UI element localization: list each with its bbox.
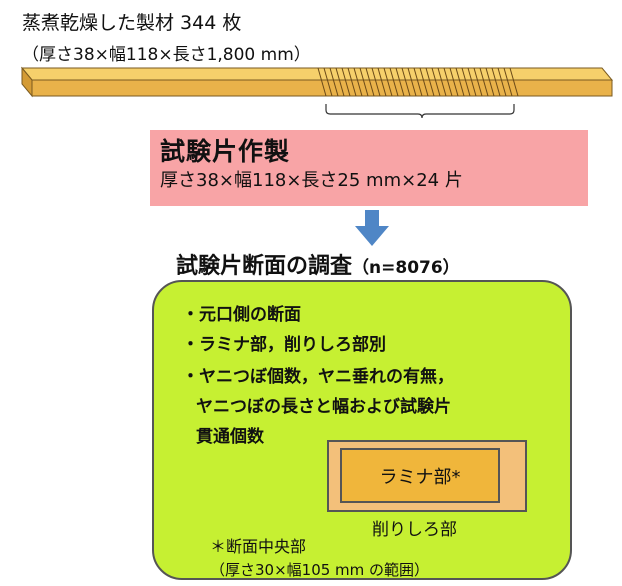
specimen-detail: 厚さ38×幅118×長さ25 mm×24 片 xyxy=(160,170,463,191)
survey-item: ・元口側の断面 xyxy=(182,305,301,325)
survey-sample-count: （n=8076） xyxy=(352,258,460,278)
note-line1: ＊断面中央部 xyxy=(210,537,307,556)
lamina-label: ラミナ部* xyxy=(379,466,461,488)
down-arrow-icon xyxy=(355,210,389,246)
header-line1: 蒸煮乾燥した製材 344 枚 xyxy=(22,12,242,34)
survey-box xyxy=(152,280,572,580)
specimen-box: 試験片作製 厚さ38×幅118×長さ25 mm×24 片 xyxy=(150,130,588,206)
note-line2: （厚さ30×幅105 mm の範囲） xyxy=(210,561,430,579)
lumber-top-face xyxy=(20,67,614,81)
survey-item: ・ラミナ部，削りしろ部別 xyxy=(182,335,386,355)
lumber-board xyxy=(20,66,614,119)
survey-title: 試験片断面の調査（n=8076） xyxy=(176,248,460,280)
lumber-left-face xyxy=(21,66,33,98)
cut-marks xyxy=(317,67,519,97)
survey-item: 貫通個数 xyxy=(196,427,264,447)
lamina-zone: ラミナ部* xyxy=(340,448,500,503)
survey-item: ・ヤニつぼ個数，ヤニ垂れの有無， xyxy=(182,367,454,387)
specimen-title: 試験片作製 xyxy=(160,137,291,166)
survey-title-text: 試験片断面の調査 xyxy=(176,254,353,279)
selection-bracket xyxy=(325,104,515,119)
survey-item: ヤニつぼの長さと幅および試験片 xyxy=(196,397,451,417)
header-line2: （厚さ38×幅118×長さ1,800 mm） xyxy=(22,45,311,65)
shave-label: 削りしろ部 xyxy=(372,520,457,540)
